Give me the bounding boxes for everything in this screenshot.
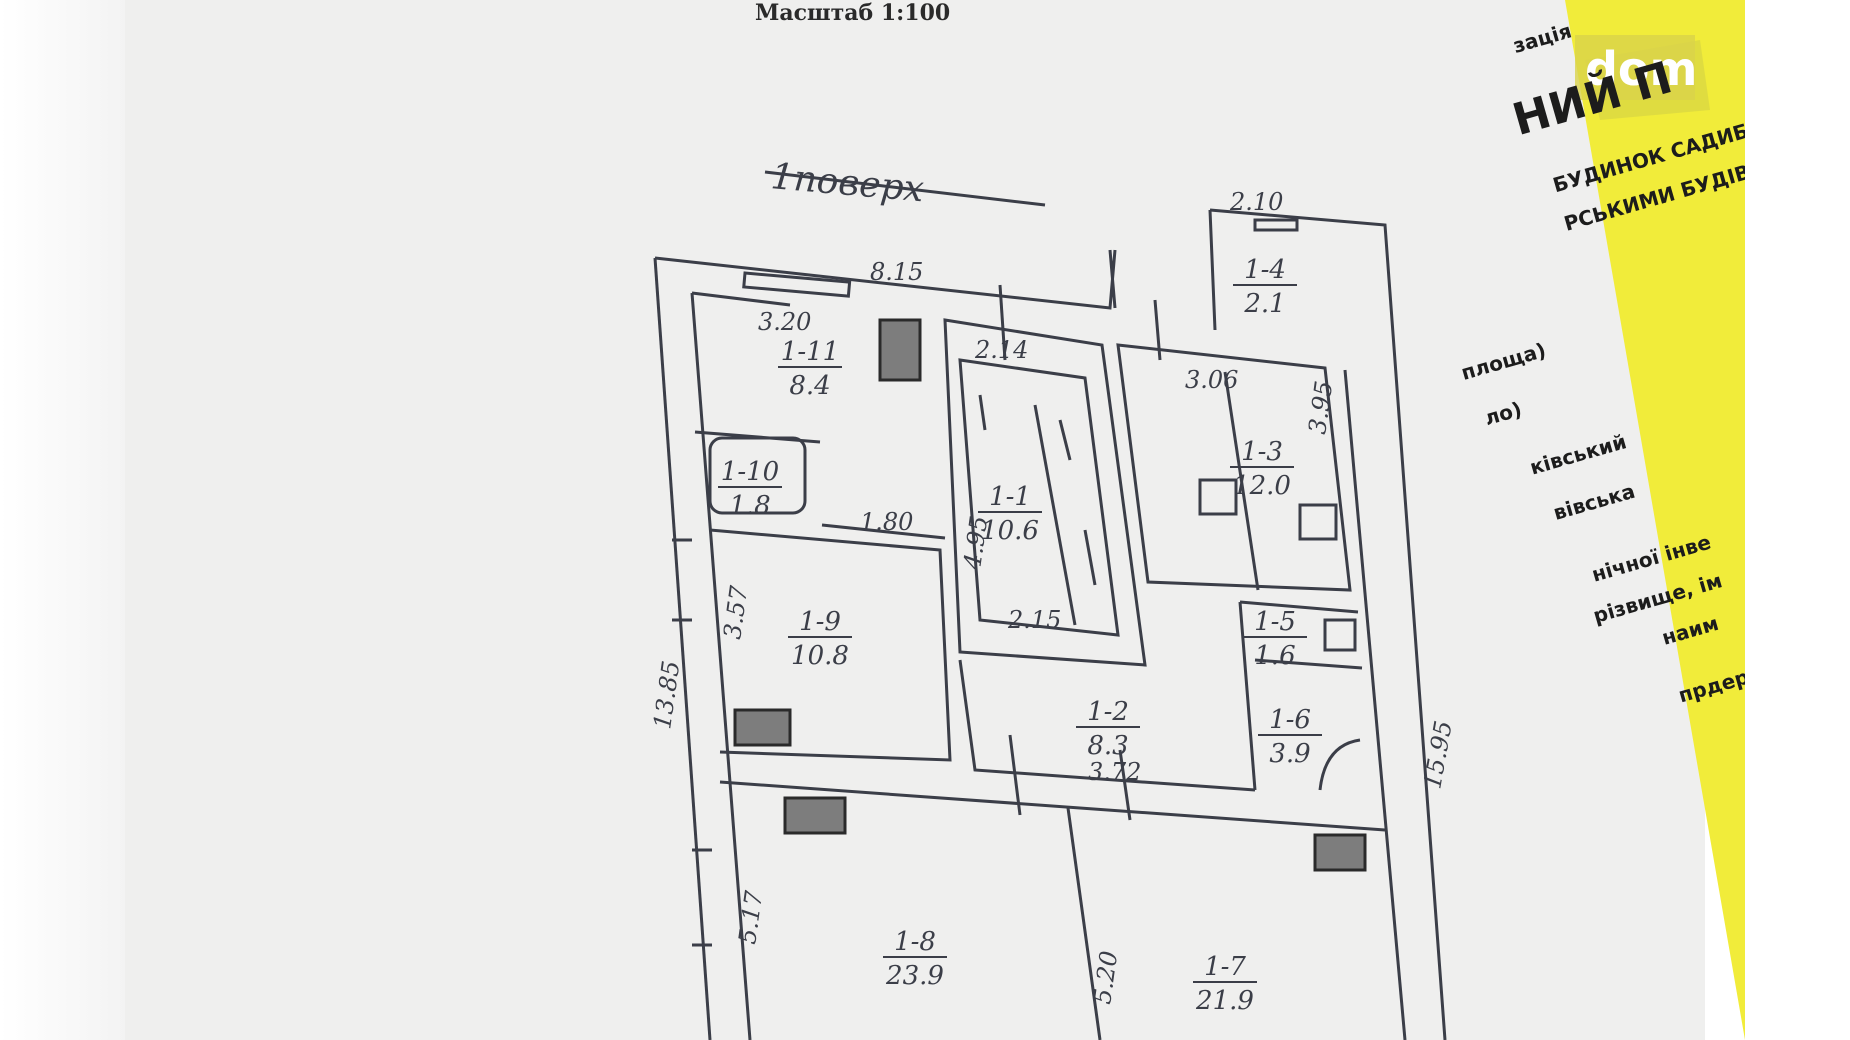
room-area-1-9: 10.8 [791, 641, 849, 671]
dim-stair-top: 2.14 [974, 336, 1028, 364]
room-area-1-2: 8.3 [1087, 731, 1128, 761]
dim-room-1-3-width: 3.06 [1185, 366, 1238, 394]
room-area-1-7: 21.9 [1195, 986, 1254, 1016]
floor-title: 1поверх [769, 156, 925, 210]
room-id-1-5: 1-5 [1254, 607, 1296, 637]
room-id-1-11: 1-11 [781, 337, 839, 367]
room-id-1-3: 1-3 [1241, 437, 1283, 467]
dim-stair-bottom: 2.15 [1007, 606, 1061, 634]
wall-top [654, 249, 1117, 310]
paper-shadow [0, 0, 125, 1040]
room-area-1-8: 23.9 [885, 961, 944, 991]
room-id-1-6: 1-6 [1269, 705, 1311, 735]
floor-title-underline [764, 170, 1046, 207]
room-area-1-10: 1.8 [729, 491, 770, 521]
dim-annex-width: 2.10 [1229, 188, 1283, 216]
certificate-line: площа) [1458, 338, 1548, 385]
certificate-line: вівська [1551, 479, 1638, 525]
room-area-1-3: 12.0 [1233, 471, 1291, 501]
dim-right-total: 15.95 [1418, 719, 1458, 792]
dim-room-1-7-depth: 5.20 [1088, 949, 1123, 1006]
certificate-line: зація [1510, 18, 1574, 58]
dim-room-1-2-width: 3.72 [1088, 758, 1141, 786]
dim-left-total: 13.85 [648, 659, 685, 731]
dim-corridor: 1.80 [860, 508, 913, 536]
dim-stair-depth: 4.95 [958, 514, 993, 572]
room-area-1-5: 1.6 [1254, 641, 1295, 671]
paper-sheet [125, 0, 1705, 1040]
page-margin-right [1745, 0, 1850, 1040]
scale-caption: Масштаб 1:100 [755, 0, 950, 26]
room-id-1-8: 1-8 [894, 927, 936, 957]
room-id-1-7: 1-7 [1204, 952, 1246, 982]
dim-room-1-11-width: 3.20 [758, 308, 811, 336]
watermark-logo: dom [1585, 42, 1697, 96]
dim-overall-width: 8.15 [870, 258, 923, 286]
wall-annex [1108, 249, 1117, 309]
certificate-line: ківський [1527, 429, 1629, 479]
dimension-labels: 8.15 2.10 3.20 2.14 3.06 3.95 1.80 4.95 … [648, 188, 1458, 1006]
dim-room-1-9-depth: 3.57 [718, 583, 753, 641]
wall-right-outer [1209, 208, 1447, 1040]
watermark-logo-bg [1575, 35, 1695, 100]
certificate-line: ло) [1482, 397, 1525, 430]
room-area-1-4: 2.1 [1243, 289, 1285, 319]
room-id-1-1: 1-1 [989, 482, 1031, 512]
room-id-1-4: 1-4 [1244, 255, 1286, 285]
room-area-1-1: 10.6 [981, 516, 1039, 546]
plan-walls [653, 208, 1447, 1040]
room-area-1-6: 3.9 [1269, 739, 1310, 769]
room-id-1-9: 1-9 [799, 607, 841, 637]
room-area-1-11: 8.4 [789, 371, 830, 401]
room-id-1-2: 1-2 [1087, 697, 1129, 727]
room-id-1-10: 1-10 [721, 457, 779, 487]
wall-small-annex [1208, 209, 1217, 331]
wall-left-outer [653, 257, 712, 1040]
yellow-certificate [1565, 0, 1760, 1040]
room-labels: 1-1 10.6 1-2 8.3 1-3 12.0 1-4 2.1 1-5 1.6 1-6 3.9 1-… [718, 255, 1322, 1016]
